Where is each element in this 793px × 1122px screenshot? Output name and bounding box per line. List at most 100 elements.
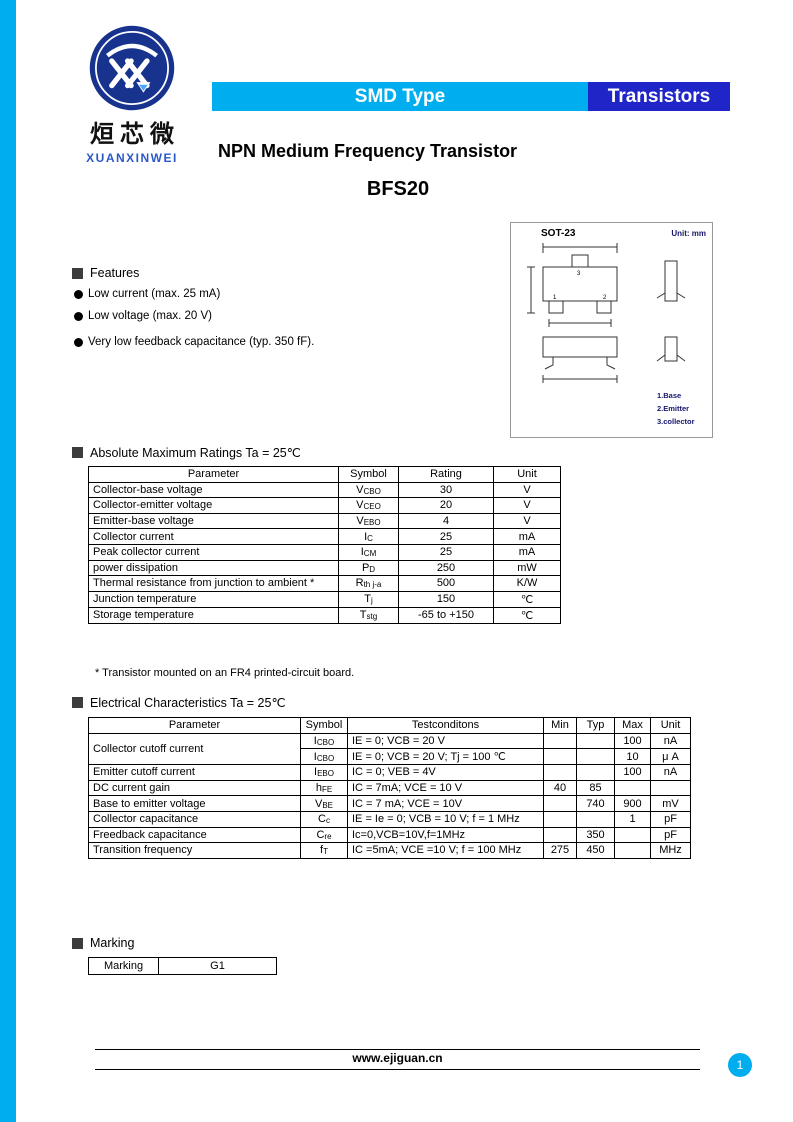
brand-english-name: XUANXINWEI xyxy=(86,151,178,165)
column-header: Parameter xyxy=(88,717,301,734)
abs-max-heading-label: Absolute Maximum Ratings Ta = 25℃ xyxy=(90,446,301,460)
cell-parameter: Collector cutoff current xyxy=(88,732,301,766)
cell-symbol: hFE xyxy=(300,779,348,797)
cell-parameter: Thermal resistance from junction to ambi… xyxy=(88,575,339,592)
footer-rule-bottom xyxy=(95,1069,700,1070)
cell-unit: ℃ xyxy=(493,606,561,624)
pin-number-1: 1 xyxy=(553,295,557,301)
table-row: Transition frequency fT IC =5mA; VCE =10… xyxy=(88,842,691,859)
table-row: Collector current IC 25 mA xyxy=(88,528,561,545)
table-row: Junction temperature Tj 150 ℃ xyxy=(88,590,561,608)
table-row: Emitter cutoff current IEBO IC = 0; VEB … xyxy=(88,764,691,781)
cell-symbol: ICBO xyxy=(300,732,348,750)
table-row: DC current gain hFE IC = 7mA; VCE = 10 V… xyxy=(88,779,691,797)
table-row: Collector capacitance Cc IE = Ie = 0; VC… xyxy=(88,810,691,828)
pin-legend-base: 1.Base xyxy=(657,391,682,400)
pin-legend: 1.Base 2.Emitter 3.collector xyxy=(657,389,695,428)
cell-max: 100 xyxy=(614,764,651,781)
cell-parameter: Collector current xyxy=(88,528,339,545)
column-header: Symbol xyxy=(338,466,399,483)
cell-marking-value: G1 xyxy=(158,957,277,975)
cell-rating: 4 xyxy=(398,512,494,530)
electrical-heading-label: Electrical Characteristics Ta = 25℃ xyxy=(90,696,286,710)
cell-unit: nA xyxy=(650,732,691,750)
cell-symbol: IEBO xyxy=(300,764,348,781)
cell-max xyxy=(614,842,651,859)
cell-condition: Ic=0,VCB=10V,f=1MHz xyxy=(347,826,544,844)
cell-symbol: VCEO xyxy=(338,497,399,514)
table-row: Collector-emitter voltage VCEO 20 V xyxy=(88,497,561,514)
cell-rating: 25 xyxy=(398,543,494,561)
cell-max xyxy=(614,779,651,797)
cell-rating: -65 to +150 xyxy=(398,606,494,624)
feature-item: Very low feedback capacitance (typ. 350 … xyxy=(74,336,374,348)
column-header: Symbol xyxy=(300,717,348,734)
table-row: ICBO IE = 0; VCB = 20 V; Tj = 100 ℃ 10 μ… xyxy=(89,748,691,766)
cell-unit: nA xyxy=(650,764,691,781)
features-heading-label: Features xyxy=(90,266,140,280)
cell-rating: 20 xyxy=(398,497,494,514)
cell-symbol: VBE xyxy=(300,795,348,812)
package-unit: Unit: mm xyxy=(671,229,706,238)
section-square-icon xyxy=(72,447,83,458)
cell-max: 900 xyxy=(614,795,651,812)
column-header: Typ xyxy=(576,717,615,734)
feature-text: Very low feedback capacitance (typ. 350 … xyxy=(88,336,315,348)
cell-unit: mA xyxy=(493,543,561,561)
cell-parameter: Base to emitter voltage xyxy=(88,795,301,812)
table-row: Emitter-base voltage VEBO 4 V xyxy=(88,512,561,530)
package-figure: SOT-23 Unit: mm xyxy=(510,222,713,438)
column-header: Max xyxy=(614,717,651,734)
cell-typ: 450 xyxy=(576,842,615,859)
features-list: Low current (max. 25 mA) Low voltage (ma… xyxy=(74,288,374,358)
cell-typ: 350 xyxy=(576,826,615,844)
cell-max: 100 xyxy=(614,732,651,750)
cell-parameter: Collector capacitance xyxy=(88,810,301,828)
cell-max: 1 xyxy=(614,810,651,828)
electrical-heading: Electrical Characteristics Ta = 25℃ xyxy=(72,695,285,710)
cell-unit xyxy=(650,779,691,797)
table-row: Collector-base voltage VCBO 30 V xyxy=(88,481,561,499)
abs-max-footnote: * Transistor mounted on an FR4 printed-c… xyxy=(95,667,355,679)
column-header: Testconditons xyxy=(347,717,544,734)
cell-symbol: IC xyxy=(338,528,399,545)
cell-unit: mW xyxy=(493,559,561,577)
cell-unit: ℃ xyxy=(493,590,561,608)
feature-item: Low voltage (max. 20 V) xyxy=(74,310,374,322)
part-number: BFS20 xyxy=(366,178,430,200)
cell-unit: V xyxy=(493,512,561,530)
cell-unit: μ A xyxy=(650,748,691,766)
cell-symbol: ICM xyxy=(338,543,399,561)
section-square-icon xyxy=(72,697,83,708)
cell-symbol: Cre xyxy=(300,826,348,844)
table-header-row: Parameter Symbol Rating Unit xyxy=(88,466,561,483)
pin-legend-collector: 3.collector xyxy=(657,417,695,426)
cell-marking-label: Marking xyxy=(88,957,159,975)
cell-rating: 250 xyxy=(398,559,494,577)
table-row: Base to emitter voltage VBE IC = 7 mA; V… xyxy=(88,795,691,812)
cell-unit: mV xyxy=(650,795,691,812)
cell-symbol: Tj xyxy=(338,590,399,608)
cell-parameter: Junction temperature xyxy=(88,590,339,608)
feature-item: Low current (max. 25 mA) xyxy=(74,288,374,300)
cell-parameter: Transition frequency xyxy=(88,842,301,859)
section-square-icon xyxy=(72,937,83,949)
cell-condition: IC = 0; VEB = 4V xyxy=(347,764,544,781)
cell-unit: MHz xyxy=(650,842,691,859)
cell-condition: IE = 0; VCB = 20 V xyxy=(347,732,544,750)
cell-min xyxy=(543,748,577,766)
cell-typ: 85 xyxy=(576,779,615,797)
table-row: power dissipation PD 250 mW xyxy=(88,559,561,577)
cell-symbol: PD xyxy=(338,559,399,577)
cell-parameter: power dissipation xyxy=(88,559,339,577)
cell-min xyxy=(543,810,577,828)
cell-max xyxy=(614,826,651,844)
cell-condition: IC = 7 mA; VCE = 10V xyxy=(347,795,544,812)
page-number-badge: 1 xyxy=(728,1053,752,1077)
cell-condition: IC =5mA; VCE =10 V; f = 100 MHz xyxy=(347,842,544,859)
cell-parameter: Emitter-base voltage xyxy=(88,512,339,530)
header-transistors: Transistors xyxy=(588,82,730,111)
cell-typ xyxy=(576,732,615,750)
cell-parameter: Freedback capacitance xyxy=(88,826,301,844)
